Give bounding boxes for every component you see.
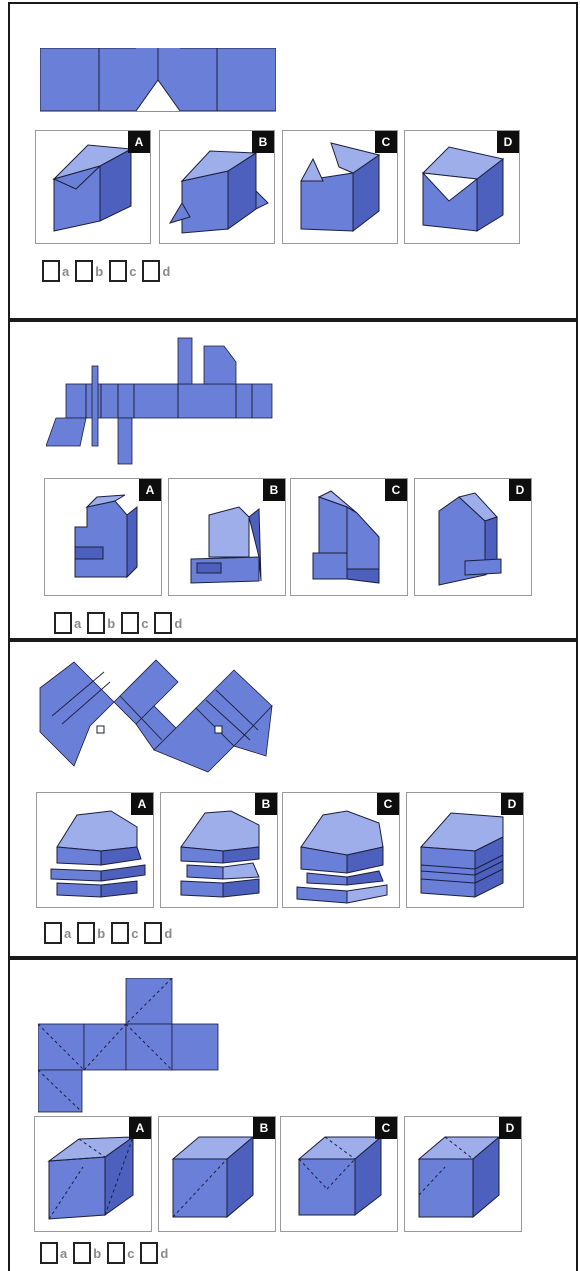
- option-A[interactable]: A: [44, 478, 162, 596]
- choice-a[interactable]: a: [40, 1242, 67, 1264]
- checkbox[interactable]: [111, 922, 129, 944]
- option-tag: D: [501, 793, 523, 815]
- checkbox[interactable]: [140, 1242, 158, 1264]
- option-tag: D: [499, 1117, 521, 1139]
- choice-d[interactable]: d: [142, 260, 170, 282]
- checkbox[interactable]: [109, 260, 127, 282]
- net-image-3: [34, 656, 274, 780]
- option-B[interactable]: B: [159, 130, 275, 244]
- checkbox[interactable]: [121, 612, 139, 634]
- option-D[interactable]: D: [414, 478, 532, 596]
- checkbox[interactable]: [77, 922, 95, 944]
- option-tag: D: [509, 479, 531, 501]
- option-tag: A: [128, 131, 150, 153]
- net-image-1: [40, 48, 276, 112]
- checkbox[interactable]: [142, 260, 160, 282]
- choice-c[interactable]: c: [109, 260, 136, 282]
- checkbox[interactable]: [87, 612, 105, 634]
- choice-a[interactable]: a: [42, 260, 69, 282]
- answer-choices: a b c d: [54, 612, 188, 634]
- checkbox[interactable]: [73, 1242, 91, 1264]
- option-tag: B: [255, 793, 277, 815]
- option-tag: C: [385, 479, 407, 501]
- option-tag: B: [253, 1117, 275, 1139]
- option-A[interactable]: A: [35, 130, 151, 244]
- checkbox[interactable]: [75, 260, 93, 282]
- answer-choices: a b c d: [40, 1242, 174, 1264]
- option-B[interactable]: B: [168, 478, 286, 596]
- checkbox[interactable]: [144, 922, 162, 944]
- answer-choices: a b c d: [42, 260, 176, 282]
- option-D[interactable]: D: [406, 792, 524, 908]
- question-panel-1: A B C D a b c d: [8, 2, 578, 320]
- checkbox[interactable]: [154, 612, 172, 634]
- choice-d[interactable]: d: [144, 922, 172, 944]
- choice-b[interactable]: b: [87, 612, 115, 634]
- option-tag: B: [252, 131, 274, 153]
- net-image-2: [46, 336, 276, 466]
- choice-d[interactable]: d: [140, 1242, 168, 1264]
- option-C[interactable]: C: [282, 792, 400, 908]
- question-panel-2: A B C D a b c d: [8, 320, 578, 640]
- option-C[interactable]: C: [290, 478, 408, 596]
- answer-choices: a b c d: [44, 922, 178, 944]
- option-A[interactable]: A: [36, 792, 154, 908]
- option-B[interactable]: B: [158, 1116, 276, 1232]
- choice-d[interactable]: d: [154, 612, 182, 634]
- net-image-4: [38, 978, 222, 1114]
- option-tag: A: [131, 793, 153, 815]
- checkbox[interactable]: [44, 922, 62, 944]
- option-tag: A: [129, 1117, 151, 1139]
- option-tag: A: [139, 479, 161, 501]
- option-tag: B: [263, 479, 285, 501]
- option-C[interactable]: C: [282, 130, 398, 244]
- question-panel-4: A B C: [8, 958, 578, 1271]
- checkbox[interactable]: [54, 612, 72, 634]
- choice-a[interactable]: a: [54, 612, 81, 634]
- question-panel-3: A B C: [8, 640, 578, 958]
- choice-c[interactable]: c: [121, 612, 148, 634]
- option-tag: C: [375, 1117, 397, 1139]
- choice-c[interactable]: c: [107, 1242, 134, 1264]
- choice-b[interactable]: b: [75, 260, 103, 282]
- option-C[interactable]: C: [280, 1116, 398, 1232]
- option-A[interactable]: A: [34, 1116, 152, 1232]
- choice-b[interactable]: b: [77, 922, 105, 944]
- option-D[interactable]: D: [404, 1116, 522, 1232]
- option-B[interactable]: B: [160, 792, 278, 908]
- option-tag: D: [497, 131, 519, 153]
- option-D[interactable]: D: [404, 130, 520, 244]
- checkbox[interactable]: [40, 1242, 58, 1264]
- checkbox[interactable]: [42, 260, 60, 282]
- choice-a[interactable]: a: [44, 922, 71, 944]
- option-tag: C: [375, 131, 397, 153]
- option-tag: C: [377, 793, 399, 815]
- choice-c[interactable]: c: [111, 922, 138, 944]
- checkbox[interactable]: [107, 1242, 125, 1264]
- choice-b[interactable]: b: [73, 1242, 101, 1264]
